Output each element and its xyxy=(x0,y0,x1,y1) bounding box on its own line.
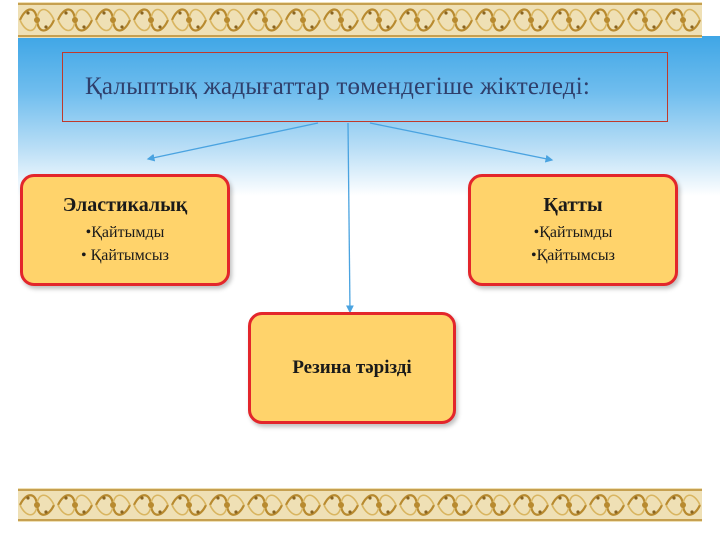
node-elastic: Эластикалық •Қайтымды • Қайтымсыз xyxy=(20,174,230,286)
sky-gradient-background xyxy=(18,36,720,196)
node-elastic-item-2: • Қайтымсыз xyxy=(81,246,169,264)
node-solid-title: Қатты xyxy=(543,193,603,216)
bottom-ornament-border xyxy=(18,488,702,522)
node-elastic-title: Эластикалық xyxy=(62,193,188,216)
node-rubber: Резина тәрізді xyxy=(248,312,456,424)
node-solid-item-2: •Қайтымсыз xyxy=(531,246,615,264)
slide-title: Қалыптық жадығаттар төмендегіше жіктелед… xyxy=(85,73,590,100)
top-ornament-border xyxy=(18,2,702,38)
node-solid: Қатты •Қайтымды •Қайтымсыз xyxy=(468,174,678,286)
node-elastic-item-1: •Қайтымды xyxy=(85,223,165,241)
node-solid-item-1: •Қайтымды xyxy=(533,223,613,241)
title-box: Қалыптық жадығаттар төмендегіше жіктелед… xyxy=(62,52,668,122)
node-rubber-title: Резина тәрізді xyxy=(292,357,412,378)
